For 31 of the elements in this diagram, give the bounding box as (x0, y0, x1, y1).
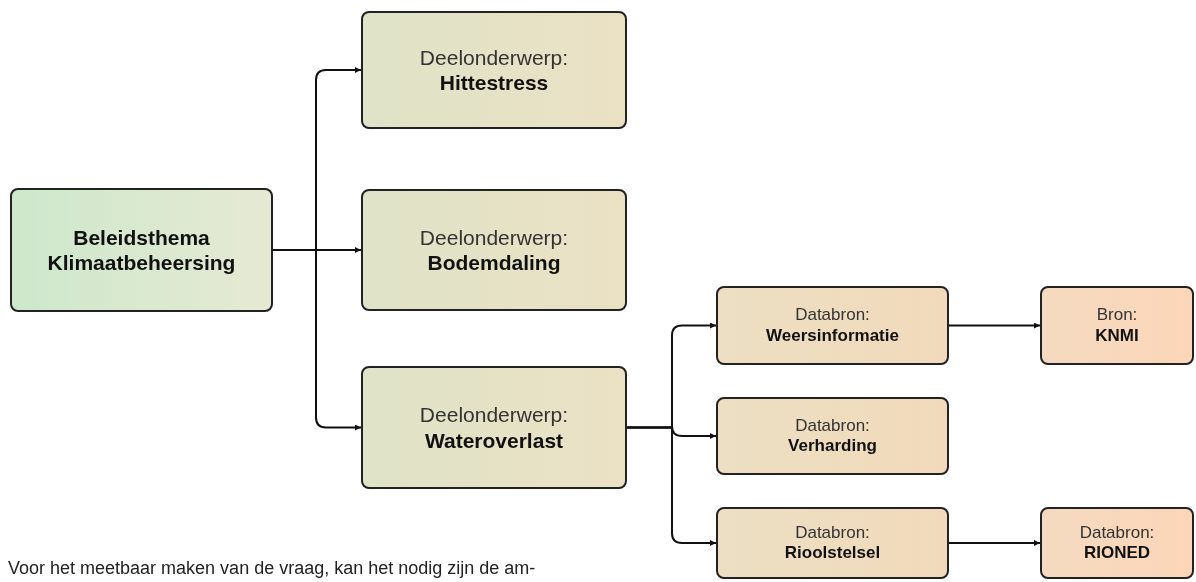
arrow (948, 322, 1041, 329)
box-title: Rioolstelsel (784, 543, 881, 564)
process-box (716, 397, 949, 475)
process-box (10, 188, 273, 312)
box-heading: Deelonderwerp: (419, 402, 569, 428)
arrow (948, 540, 1041, 546)
box-title: RIONED (1083, 543, 1151, 564)
process-box (1040, 286, 1194, 365)
box-heading: Bron: (1096, 305, 1138, 326)
box-heading: Deelonderwerp: (419, 224, 569, 250)
box-title: Hittestress (439, 70, 549, 96)
note-text: Voor het meetbaar maken van de vraag, kan het nodig zijn de am- (8, 558, 536, 579)
box-title: Bodemdaling (427, 250, 561, 276)
box-heading: Databron: (795, 522, 870, 543)
box-heading: Databron: (1079, 522, 1155, 543)
box-title: Beleidsthema Klimaatbeheersing (46, 224, 237, 276)
process-box (716, 286, 949, 365)
process-box (716, 507, 949, 579)
box-title: KNMI (1095, 325, 1139, 346)
process-box (361, 11, 627, 129)
box-heading: Databron: (795, 415, 870, 436)
process-box (361, 189, 627, 311)
process-box (1040, 507, 1194, 579)
arrow (272, 249, 362, 431)
box-title: Weersinformatie (766, 325, 899, 346)
arrow (626, 426, 717, 546)
box-heading: Databron: (795, 305, 870, 326)
box-title: Wateroverlast (424, 427, 564, 453)
box-heading: Deelonderwerp: (419, 44, 569, 70)
box-title: Verharding (788, 436, 877, 457)
process-box (361, 366, 627, 489)
